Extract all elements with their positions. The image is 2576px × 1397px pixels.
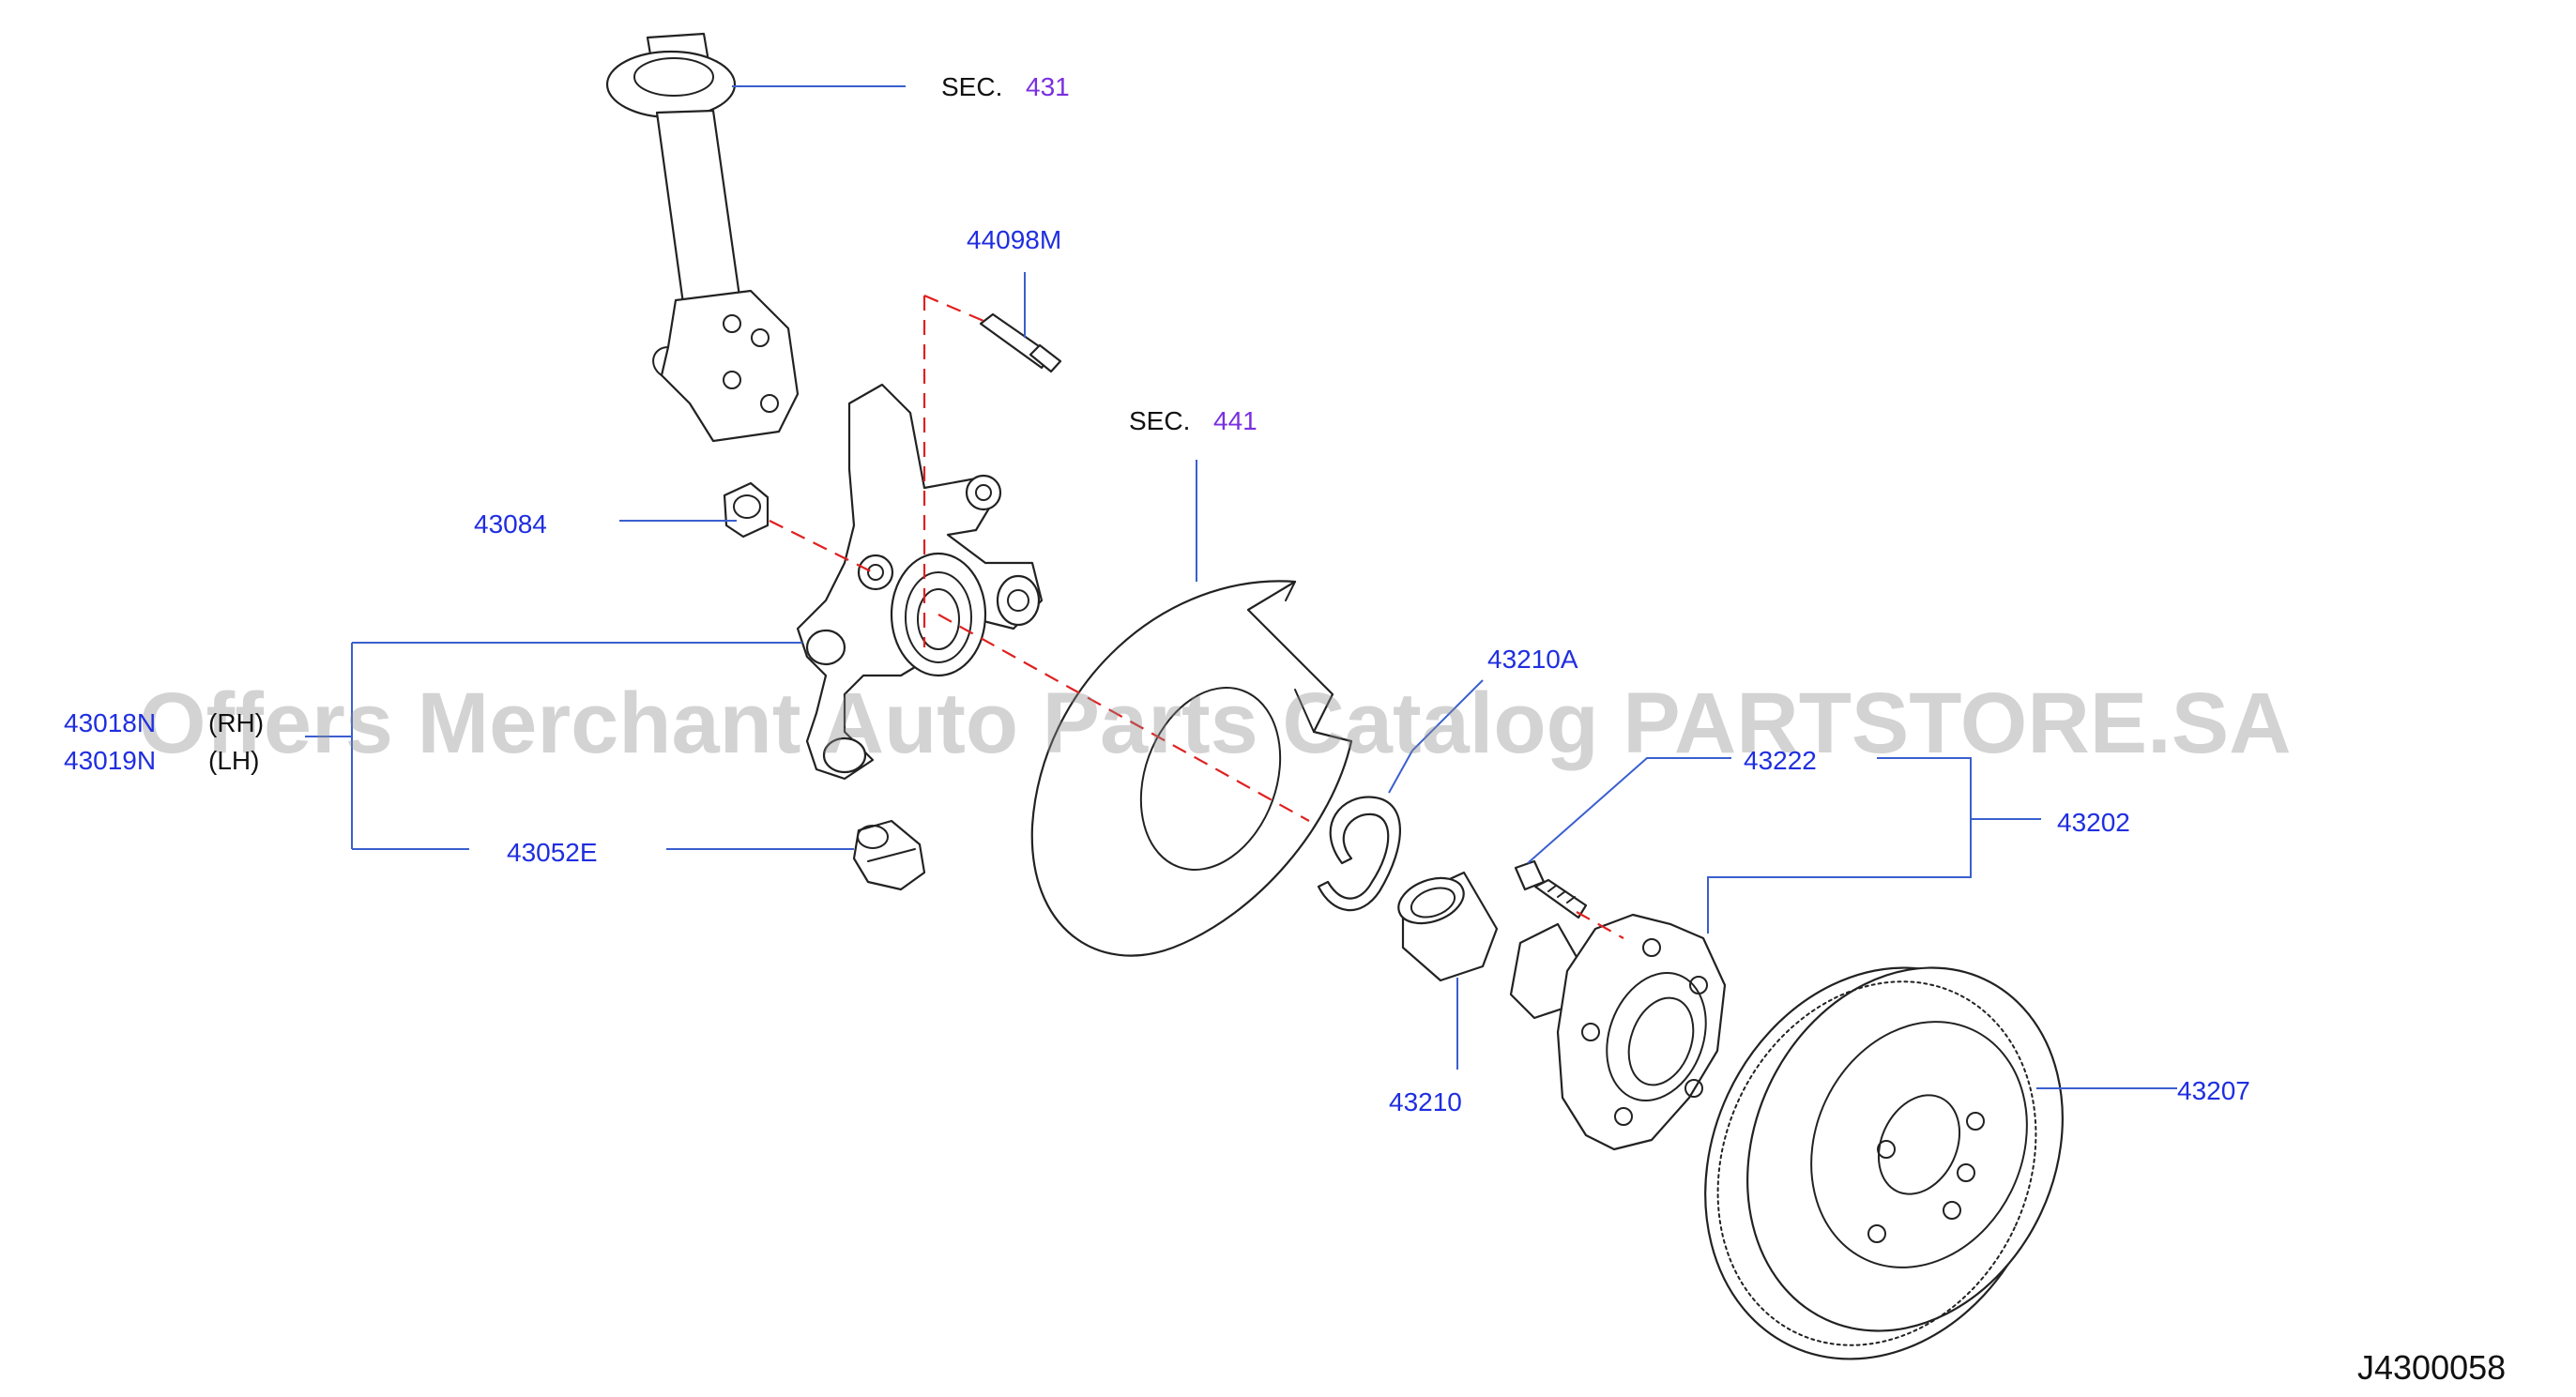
part-label-43019n[interactable]: 43019N [64,746,156,775]
strut-assembly [605,32,800,443]
sec-431-number[interactable]: 431 [1026,72,1070,101]
stud-44098m [979,312,1062,373]
part-label-43084[interactable]: 43084 [474,509,547,539]
hub-43202 [1509,913,1727,1151]
illustration-code: J4300058 [2357,1348,2506,1387]
dust-shield [1030,580,1353,957]
part-label-43207[interactable]: 43207 [2177,1076,2250,1105]
sec-431-label: SEC. [941,72,1002,101]
sec-441-label: SEC. [1129,406,1190,435]
part-label-43018n[interactable]: 43018N [64,708,156,737]
centerlines [769,294,1624,939]
watermark-text: Offers Merchant Auto Parts Catalog PARTS… [139,676,2292,771]
steering-knuckle [796,383,1044,781]
snap-ring-43210a [1317,796,1401,912]
bushing-43052e [852,819,926,891]
side-label-lh: (LH) [208,746,259,775]
part-label-43222[interactable]: 43222 [1744,746,1817,775]
sec-441-number[interactable]: 441 [1213,406,1258,435]
side-label-rh: (RH) [208,708,264,737]
part-label-43210[interactable]: 43210 [1389,1087,1462,1116]
part-label-44098m[interactable]: 44098M [967,225,1061,254]
part-label-43052e[interactable]: 43052E [507,838,598,867]
nut-43084 [723,481,770,539]
leader-lines [305,85,2177,1089]
bearing-43210 [1397,871,1499,982]
part-label-43210a[interactable]: 43210A [1487,645,1578,674]
disc-rotor-43207 [1704,966,2064,1360]
hub-bolt-43222 [1514,859,1588,919]
part-label-43202[interactable]: 43202 [2057,808,2130,837]
